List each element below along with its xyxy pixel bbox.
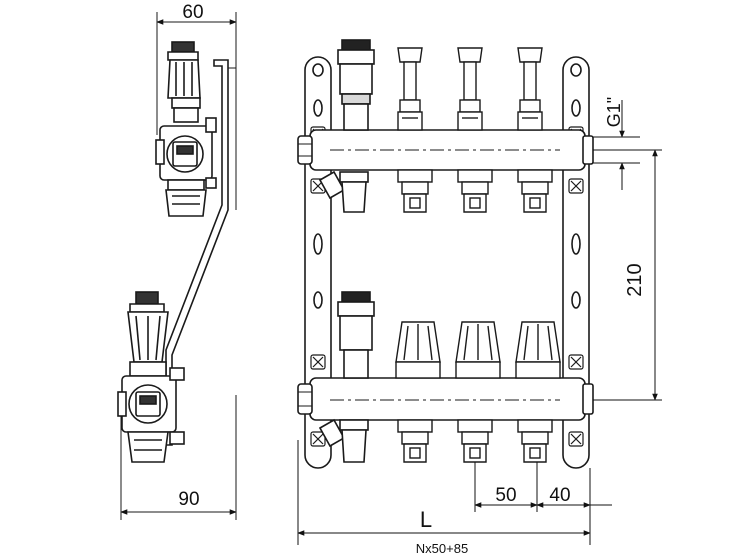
front-view: [297, 39, 594, 469]
upper-valve: [457, 47, 483, 131]
dim-length: L: [420, 507, 432, 532]
upper-valve: [517, 47, 543, 131]
side-view: [117, 12, 237, 520]
lower-cap: [395, 321, 441, 379]
dim-210: 210: [624, 263, 646, 296]
lower-bar: [309, 377, 586, 421]
dim-length-formula: Nx50+85: [416, 541, 468, 556]
dim-thread: G1": [604, 97, 624, 127]
dim-60: 60: [182, 2, 203, 23]
dim-50: 50: [495, 485, 516, 506]
dimension-lines: [297, 100, 662, 545]
dim-90: 90: [178, 489, 199, 510]
upper-valve: [397, 47, 423, 131]
lower-cap: [455, 321, 501, 379]
lower-cap: [515, 321, 561, 379]
dim-40: 40: [549, 485, 570, 506]
